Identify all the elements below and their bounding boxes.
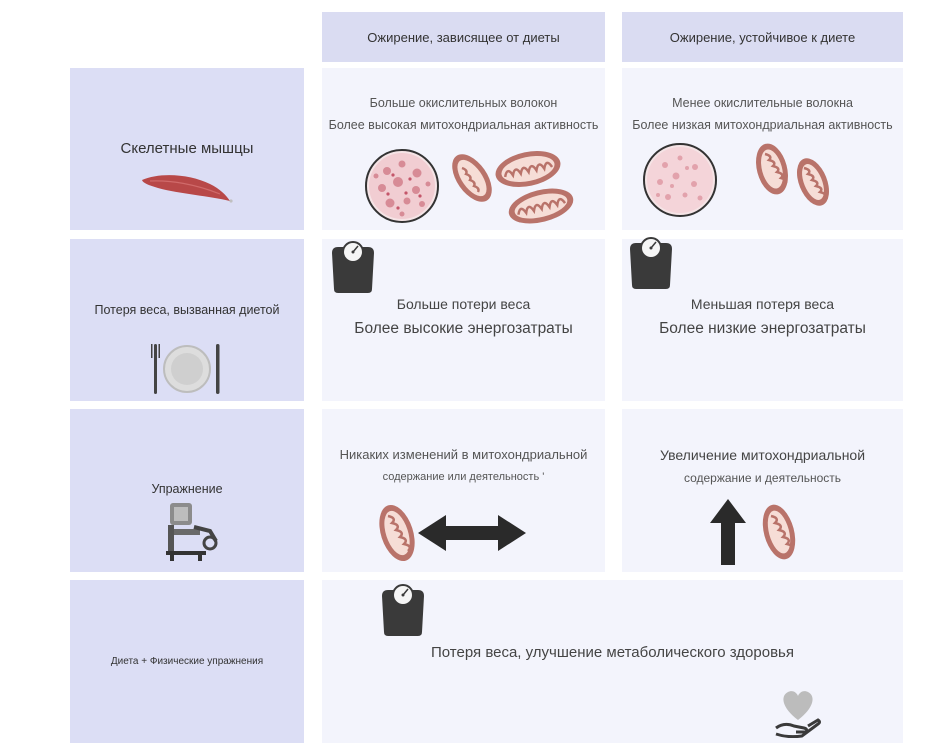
- cell-weight-resistant: Меньшая потеря веса Более низкие энергоз…: [622, 237, 903, 401]
- row-label-exercise: Упражнение: [70, 409, 304, 572]
- mitochondria-icon: [756, 143, 788, 195]
- weight-resistant-line-1: Меньшая потеря веса: [690, 296, 835, 312]
- mitochondria-icon: [508, 188, 574, 224]
- cell-exercise-resistant: Увеличение митохондриальной содержание и…: [622, 409, 903, 572]
- muscle-dependent-line-2: Более высокая митохондриальная активност…: [328, 118, 599, 132]
- heart-hand-icon: [775, 691, 821, 738]
- cell-weight-dependent: Больше потери веса Более высокие энергоз…: [322, 239, 605, 401]
- row-label-diet-exercise-text: Диета + Физические упражнения: [110, 656, 264, 667]
- cell-muscle-dependent: Больше окислительных волокон Более высок…: [322, 68, 605, 230]
- exercise-resistant-line-1: Увеличение митохондриальной: [659, 447, 866, 463]
- weight-dependent-line-1: Больше потери веса: [396, 296, 531, 312]
- double-arrow-icon: [418, 515, 526, 551]
- muscle-fiber-icon: [643, 143, 717, 217]
- diet-exercise-combined-text: Потеря веса, улучшение метаболического з…: [431, 644, 794, 661]
- column-header-diet-dependent: Ожирение, зависящее от диеты: [322, 12, 605, 62]
- up-arrow-icon: [710, 499, 746, 565]
- row-label-diet-exercise: Диета + Физические упражнения: [70, 580, 304, 743]
- weight-resistant-line-2: Более низкие энергозатраты: [659, 320, 866, 337]
- cell-muscle-resistant: Менее окислительные волокна Более низкая…: [622, 68, 903, 230]
- scale-icon: [382, 584, 424, 636]
- mitochondria-icon: [379, 504, 415, 562]
- column-header-diet-dependent-text: Ожирение, зависящее от диеты: [367, 29, 560, 45]
- row-label-skeletal-muscle: Скелетные мышцы: [70, 68, 304, 230]
- exercise-bike-icon: [166, 503, 218, 561]
- muscle-fiber-icon: [365, 149, 439, 223]
- exercise-dependent-line-1: Никаких изменений в митохондриальной: [339, 447, 588, 462]
- scale-icon: [332, 241, 374, 293]
- mitochondria-icon: [495, 151, 561, 187]
- exercise-dependent-line-2: содержание или деятельность ': [382, 471, 545, 483]
- row-label-weight-loss-text: Потеря веса, вызванная диетой: [94, 303, 280, 317]
- row-label-skeletal-muscle-text: Скелетные мышцы: [120, 140, 254, 157]
- row-label-exercise-text: Упражнение: [151, 482, 223, 496]
- muscle-dependent-line-1: Больше окислительных волокон: [369, 96, 558, 110]
- muscle-resistant-line-1: Менее окислительные волокна: [672, 96, 853, 110]
- row-label-weight-loss: Потеря веса, вызванная диетой: [70, 239, 304, 401]
- exercise-resistant-line-2: содержание и деятельность: [683, 471, 842, 485]
- muscle-resistant-line-2: Более низкая митохондриальная активность: [632, 118, 893, 132]
- cell-exercise-dependent: Никаких изменений в митохондриальной сод…: [322, 409, 605, 572]
- cell-diet-exercise-combined: Потеря веса, улучшение метаболического з…: [322, 580, 903, 743]
- mitochondria-icon: [796, 158, 830, 206]
- scale-icon: [630, 237, 672, 289]
- plate-icon: [151, 344, 220, 394]
- muscle-icon: [142, 175, 233, 203]
- mitochondria-icon: [452, 154, 492, 202]
- weight-dependent-line-2: Более высокие энергозатраты: [354, 320, 573, 337]
- mitochondria-icon: [762, 504, 796, 560]
- column-header-diet-resistant-text: Ожирение, устойчивое к диете: [669, 29, 856, 45]
- column-header-diet-resistant: Ожирение, устойчивое к диете: [622, 12, 903, 62]
